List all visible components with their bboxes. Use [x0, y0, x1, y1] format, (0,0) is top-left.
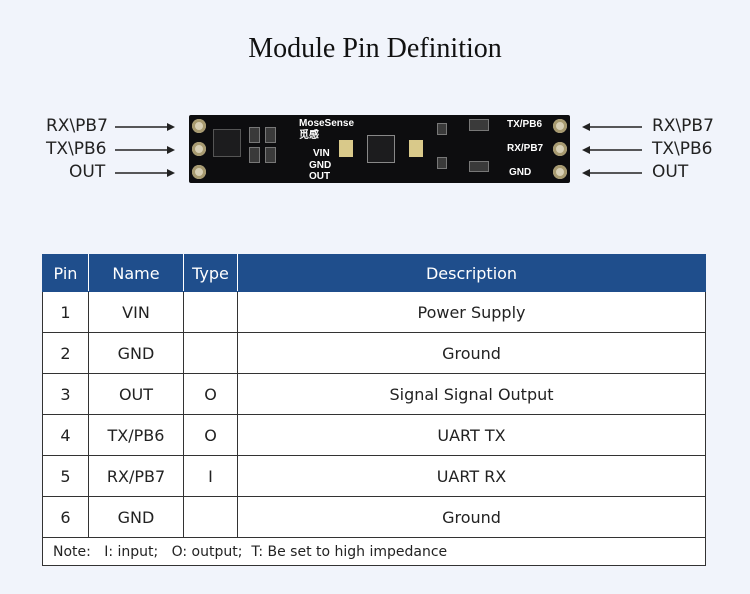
page-title: Module Pin Definition: [248, 33, 502, 64]
header-name: Name: [88, 254, 184, 292]
arrow-right-icon: [113, 117, 177, 137]
table-row: 5 RX/PB7 I UART RX: [42, 455, 706, 497]
regulator-chip: [213, 129, 241, 157]
board-label-gnd-right: GND: [509, 167, 532, 178]
right-pin-label-rx: RX\PB7: [652, 116, 714, 136]
sensor-chip: [367, 135, 395, 163]
cell-description: Power Supply: [237, 291, 706, 333]
cell-description: UART TX: [237, 414, 706, 456]
arrow-left-icon: [580, 140, 644, 160]
table-row: 1 VIN Power Supply: [42, 291, 706, 333]
pad-icon: [553, 142, 567, 156]
cell-type: [183, 496, 238, 538]
cell-pin: 1: [42, 291, 89, 333]
board-brand: MoseSense: [299, 118, 355, 129]
cell-description: Signal Signal Output: [237, 373, 706, 415]
table-row: 3 OUT O Signal Signal Output: [42, 373, 706, 415]
table-row: 6 GND Ground: [42, 496, 706, 538]
antenna-pad: [409, 140, 423, 157]
cell-name: TX/PB6: [88, 414, 184, 456]
board-brand-cn: 觅感: [299, 130, 319, 141]
component-icon: [249, 147, 260, 163]
component-icon: [437, 157, 447, 169]
board-label-gnd: GND: [309, 160, 332, 171]
component-icon: [265, 147, 276, 163]
note-row: Note: I: input; O: output; T: Be set to …: [42, 537, 706, 566]
pad-icon: [192, 142, 206, 156]
header-description: Description: [237, 254, 706, 292]
cell-name: GND: [88, 332, 184, 374]
cell-pin: 2: [42, 332, 89, 374]
board-label-vin: VIN: [313, 148, 330, 159]
header-type: Type: [183, 254, 238, 292]
cell-name: GND: [88, 496, 184, 538]
cell-description: Ground: [237, 496, 706, 538]
component-icon: [469, 119, 489, 131]
cell-type: [183, 291, 238, 333]
table-header-row: Pin Name Type Description: [42, 254, 706, 292]
header-pin: Pin: [42, 254, 89, 292]
right-pin-label-out: OUT: [652, 162, 689, 182]
cell-name: OUT: [88, 373, 184, 415]
antenna-pad: [339, 140, 353, 157]
cell-pin: 5: [42, 455, 89, 497]
right-pin-label-tx: TX\PB6: [652, 139, 713, 159]
table-row: 4 TX/PB6 O UART TX: [42, 414, 706, 456]
cell-type: [183, 332, 238, 374]
pin-table: Pin Name Type Description 1 VIN Power Su…: [42, 254, 706, 566]
board-label-out: OUT: [309, 171, 331, 182]
component-icon: [469, 161, 489, 172]
cell-description: Ground: [237, 332, 706, 374]
pad-icon: [553, 165, 567, 179]
arrow-right-icon: [113, 163, 177, 183]
arrow-left-icon: [580, 117, 644, 137]
left-pin-label-rx: RX\PB7: [46, 116, 108, 136]
arrow-right-icon: [113, 140, 177, 160]
cell-name: RX/PB7: [88, 455, 184, 497]
board-label-tx: TX/PB6: [507, 119, 543, 130]
cell-type: I: [183, 455, 238, 497]
component-icon: [265, 127, 276, 143]
cell-pin: 4: [42, 414, 89, 456]
left-pin-label-tx: TX\PB6: [46, 139, 107, 159]
left-pin-label-out: OUT: [69, 162, 106, 182]
pad-icon: [192, 119, 206, 133]
cell-description: UART RX: [237, 455, 706, 497]
component-icon: [249, 127, 260, 143]
cell-type: O: [183, 373, 238, 415]
table-note: Note: I: input; O: output; T: Be set to …: [42, 537, 706, 566]
pcb-module-image: MoseSense 觅感 VIN GND OUT TX/PB6 RX/PB7 G…: [189, 115, 570, 183]
cell-pin: 6: [42, 496, 89, 538]
cell-pin: 3: [42, 373, 89, 415]
pad-icon: [192, 165, 206, 179]
cell-type: O: [183, 414, 238, 456]
pad-icon: [553, 119, 567, 133]
arrow-left-icon: [580, 163, 644, 183]
board-label-rx: RX/PB7: [507, 143, 544, 154]
table-row: 2 GND Ground: [42, 332, 706, 374]
component-icon: [437, 123, 447, 135]
cell-name: VIN: [88, 291, 184, 333]
